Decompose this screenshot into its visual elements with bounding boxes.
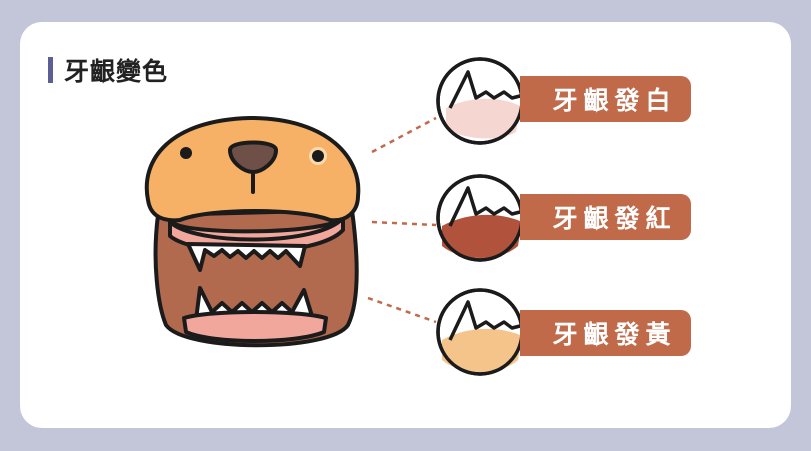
label-gum-white: 牙齦發白 xyxy=(520,76,691,122)
connector-line-red xyxy=(371,220,437,227)
tooth-icon-red xyxy=(436,174,524,262)
tooth-icon-white xyxy=(436,57,524,145)
dog-face-illustration xyxy=(144,116,361,348)
title-accent-bar xyxy=(48,57,53,83)
connector-line-white xyxy=(371,116,437,154)
tooth-icon-yellow xyxy=(436,288,524,376)
page-title: 牙齦變色 xyxy=(64,57,169,86)
label-gum-red-text: 牙齦發紅 xyxy=(552,204,677,233)
label-gum-yellow: 牙齦發黃 xyxy=(520,310,691,356)
label-gum-white-text: 牙齦發白 xyxy=(552,86,677,115)
section-title: 牙齦變色 xyxy=(48,55,169,86)
label-gum-red: 牙齦發紅 xyxy=(520,194,691,240)
label-gum-yellow-text: 牙齦發黃 xyxy=(552,320,677,349)
connector-line-yellow xyxy=(367,296,437,324)
